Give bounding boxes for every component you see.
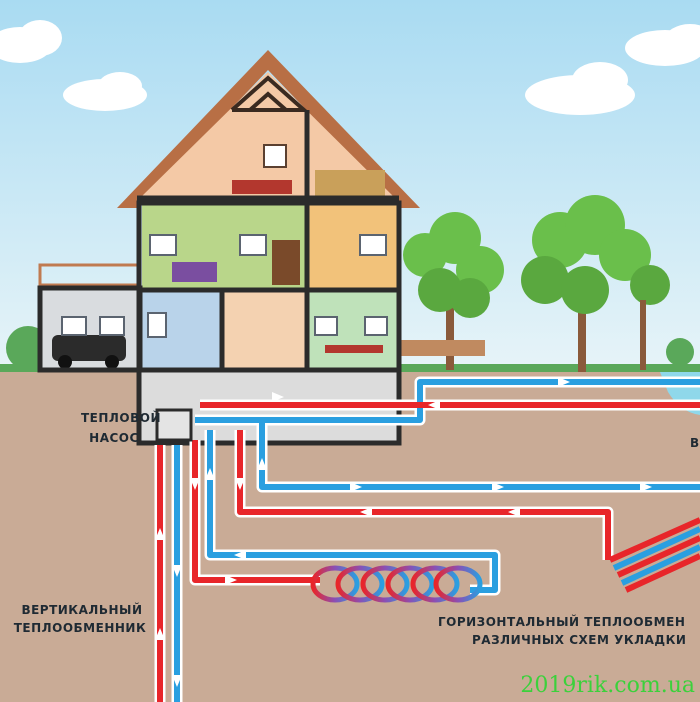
heat-pump-label-line1: ТЕПЛОВОЙ xyxy=(81,410,161,425)
heat-pump-unit xyxy=(155,408,193,442)
vertical-exchanger-label-line2: ТЕПЛООБМЕННИК xyxy=(14,621,147,635)
attic-bed xyxy=(232,180,292,194)
fence xyxy=(400,340,485,356)
coil-cold-pipe xyxy=(207,430,498,593)
attic xyxy=(140,72,395,198)
flow-arrows xyxy=(155,377,652,687)
bath-room xyxy=(222,290,307,370)
trees xyxy=(6,195,694,372)
house-frame xyxy=(37,110,402,446)
dining-table xyxy=(325,345,383,353)
sofa xyxy=(172,262,217,282)
cropped-label-right: В xyxy=(690,436,699,450)
horizontal-loop-field xyxy=(608,517,700,593)
windows xyxy=(61,234,388,338)
door xyxy=(272,240,300,285)
horizontal-exchanger-label-line2: РАЗЛИЧНЫХ СХЕМ УКЛАДКИ xyxy=(472,633,686,647)
slinky-coil xyxy=(310,565,483,603)
horizontal-exchanger-label-line1: ГОРИЗОНТАЛЬНЫЙ ТЕПЛООБМЕН xyxy=(438,614,685,629)
clouds xyxy=(0,20,700,115)
vertical-exchanger-label-line1: ВЕРТИКАЛЬНЫЙ xyxy=(21,602,142,617)
horizontal-hot-pipe xyxy=(237,430,611,560)
attic-window xyxy=(263,144,287,168)
horizontal-cold-pipe xyxy=(259,420,700,490)
watermark: 2019rik.com.ua xyxy=(520,673,695,698)
heat-pump-label-line2: НАСОС xyxy=(89,431,139,445)
roof-truss xyxy=(230,75,310,112)
attic-boxes xyxy=(315,170,385,196)
car xyxy=(52,335,126,361)
